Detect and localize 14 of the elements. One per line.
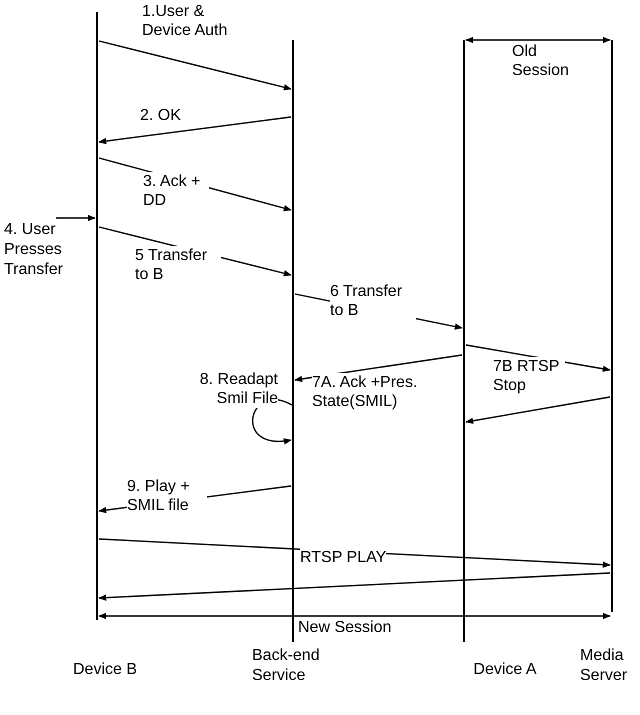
- message-arrow: [465, 396, 610, 424]
- participant-label: Media Server: [580, 646, 628, 686]
- message-arrow: [98, 116, 292, 144]
- participant-label: Device A: [472, 660, 538, 680]
- participant-label: Back-end Service: [252, 646, 321, 686]
- span-arrow: [98, 612, 611, 620]
- message-arrow: [98, 40, 292, 90]
- edge-label: 7B RTSP Stop: [493, 357, 565, 395]
- participant-label: Device B: [72, 660, 138, 680]
- message-arrow: [98, 572, 610, 601]
- message-arrow: [56, 214, 96, 222]
- span-arrow: [465, 36, 611, 44]
- actor-note: 4. User Presses Transfer: [4, 220, 84, 280]
- edge-label: 6 Transfer to B: [330, 282, 416, 320]
